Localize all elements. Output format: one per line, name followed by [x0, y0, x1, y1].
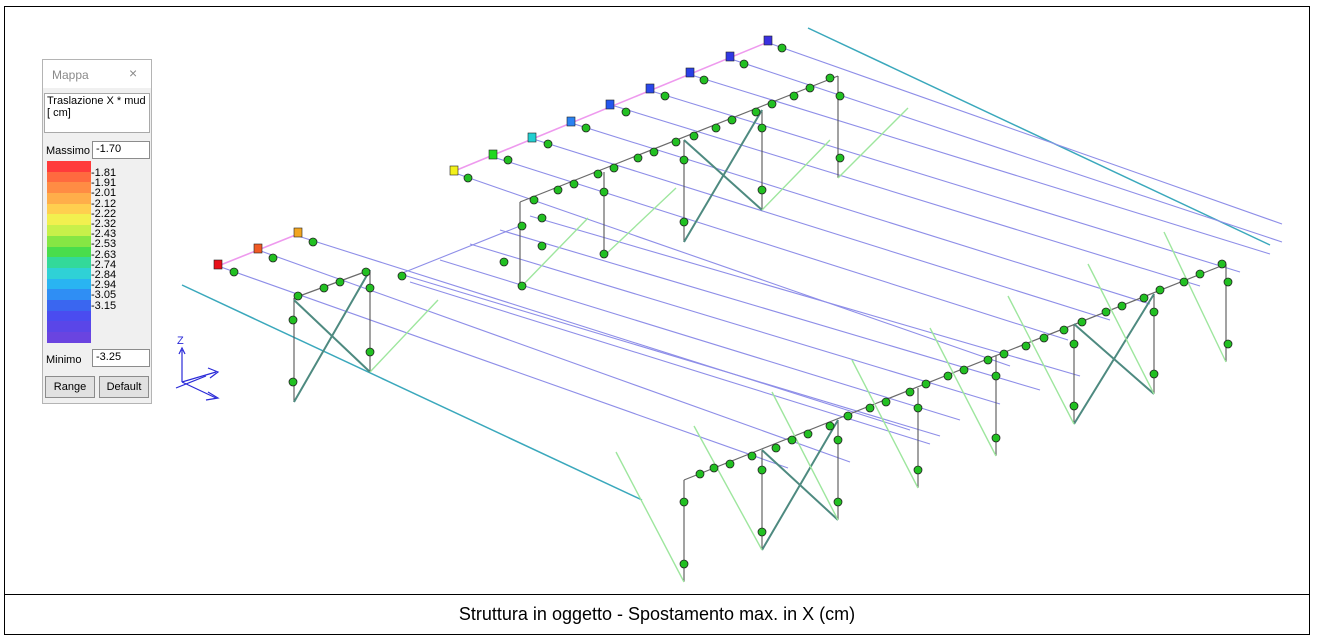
- color-scale-tick: -3.15: [91, 299, 117, 312]
- color-scale-band: [47, 299, 91, 311]
- color-scale-band: [47, 246, 91, 258]
- default-button[interactable]: Default: [99, 376, 149, 398]
- color-scale-tick: -2.22: [91, 207, 117, 220]
- axis-z-label: Z: [177, 335, 184, 347]
- color-scale-tick: -2.94: [91, 279, 117, 292]
- joint-nodes: [229, 43, 1233, 569]
- color-scale-band: [47, 289, 91, 300]
- color-scale-ticks: -1.81-1.91-2.01-2.12-2.22-2.32-2.43-2.53…: [91, 161, 116, 311]
- color-scale-band: [47, 332, 91, 343]
- color-scale-tick: -2.53: [91, 238, 117, 251]
- color-scale-tick: -2.32: [91, 218, 117, 231]
- min-label: Minimo: [46, 354, 82, 366]
- color-scale-tick: -2.63: [91, 248, 117, 261]
- color-scale-tick: -1.81: [91, 167, 117, 179]
- color-scale-band: [47, 203, 91, 215]
- quantity-field: Traslazione X * mud [ cm]: [44, 93, 150, 133]
- color-scale-tick: -2.01: [91, 187, 117, 200]
- color-scale-band: [47, 321, 91, 332]
- legend-titlebar: Mappa ×: [43, 60, 151, 88]
- color-scale-tick: -2.43: [91, 228, 117, 241]
- color-scale-band: [47, 310, 91, 322]
- color-scale-tick: -2.74: [91, 258, 117, 271]
- color-scale-band: [47, 257, 91, 268]
- legend-title: Mappa: [52, 68, 89, 82]
- range-button[interactable]: Range: [45, 376, 95, 398]
- color-scale-tick: -2.84: [91, 269, 117, 282]
- color-scale-band: [47, 161, 91, 172]
- colored-supports: [213, 35, 773, 270]
- color-scale-band: [47, 267, 91, 279]
- figure-caption: Struttura in oggetto - Spostamento max. …: [5, 594, 1309, 634]
- columns: [293, 76, 1227, 582]
- axis-triad: [175, 346, 220, 401]
- color-scale: [47, 161, 91, 343]
- color-scale-band: [47, 182, 91, 194]
- max-value-input[interactable]: -1.70: [92, 141, 150, 159]
- color-scale-band: [47, 235, 91, 247]
- color-scale-band: [47, 193, 91, 204]
- map-legend-panel[interactable]: Mappa × Traslazione X * mud [ cm] Massim…: [42, 59, 152, 404]
- color-scale-tick: -3.05: [91, 289, 117, 302]
- color-scale-band: [47, 171, 91, 183]
- color-scale-band: [47, 225, 91, 236]
- structure-model: Z: [175, 27, 1283, 583]
- color-scale-tick: -2.12: [91, 197, 117, 210]
- figure-frame: [4, 6, 1310, 635]
- structure-viewport[interactable]: Z: [5, 7, 1309, 594]
- ground-lines: [181, 27, 1271, 501]
- top-chords: [293, 75, 1227, 481]
- max-label: Massimo: [46, 145, 91, 157]
- cross-braces: [293, 109, 1155, 551]
- color-scale-tick: -1.91: [91, 177, 117, 190]
- min-value-input[interactable]: -3.25: [92, 349, 150, 367]
- color-scale-band: [47, 214, 91, 226]
- close-icon[interactable]: ×: [129, 65, 138, 81]
- wall-bracing: [369, 107, 1227, 583]
- purlin-lines: [217, 41, 1283, 469]
- color-scale-band: [47, 278, 91, 290]
